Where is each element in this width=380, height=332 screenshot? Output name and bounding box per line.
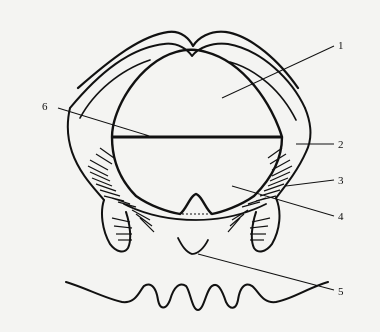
label-6: 6 xyxy=(42,101,48,113)
leader-line-5 xyxy=(198,254,334,290)
left-lateral-inner xyxy=(80,60,150,118)
left-muscle-fibers xyxy=(88,148,136,207)
left-lower-hatching xyxy=(112,210,154,240)
left-lateral-wall xyxy=(68,108,104,200)
leader-line-6 xyxy=(58,108,156,138)
right-lower-hatching xyxy=(228,210,270,240)
label-3: 3 xyxy=(338,175,344,187)
small-lower-structure xyxy=(178,238,208,254)
label-2: 2 xyxy=(338,139,344,151)
leader-line-1 xyxy=(222,46,334,98)
label-5: 5 xyxy=(338,286,344,298)
leader-line-3 xyxy=(286,180,334,186)
label-1: 1 xyxy=(338,40,344,52)
label-4: 4 xyxy=(338,211,344,223)
bottom-contour xyxy=(66,282,328,310)
right-lower-lobe xyxy=(252,198,280,251)
